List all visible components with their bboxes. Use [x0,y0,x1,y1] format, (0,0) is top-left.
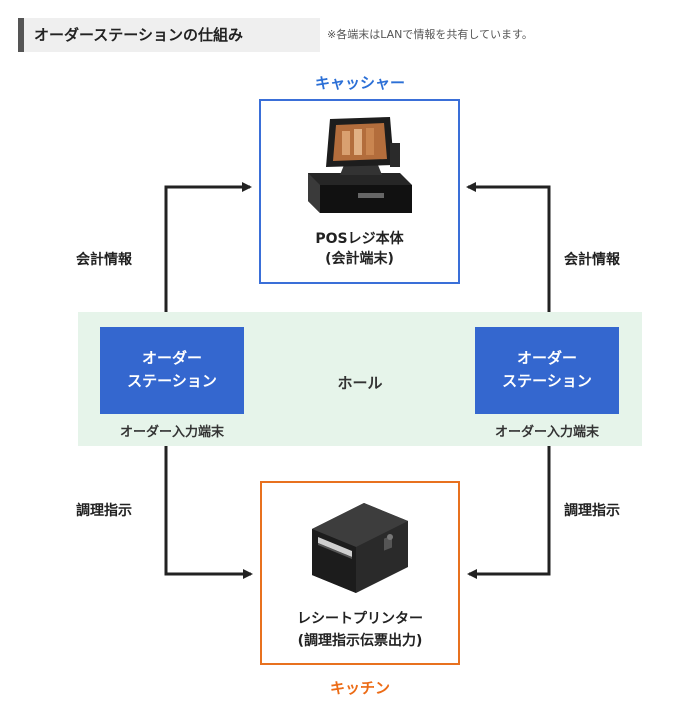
arrow-cook-right [467,446,551,579]
printer-caption-line1: レシートプリンター [297,611,423,627]
hall-label: ホール [337,374,383,392]
cooking-instruction-label-right: 調理指示 [564,503,620,519]
payment-info-label-right: 会計情報 [564,252,620,268]
cashier-label: キャッシャー [314,74,405,92]
station-right-caption: オーダー入力端末 [494,425,599,440]
header-note: ※各端末はLANで情報を共有しています。 [327,28,533,41]
order-station-right: オーダー ステーション [475,327,619,414]
station-left-line2: ステーション [127,372,217,390]
order-station-left: オーダー ステーション [100,327,244,414]
header-accent-bar [18,18,24,52]
receipt-printer-icon [312,503,408,593]
pos-register-icon [308,117,412,213]
station-left-caption: オーダー入力端末 [119,425,224,440]
station-right-line2: ステーション [502,372,592,390]
pos-caption-line2: (会計端末) [325,251,394,267]
page-title: オーダーステーションの仕組み [34,26,243,44]
arrow-info-right [466,182,551,312]
station-left-line1: オーダー [141,349,202,367]
kitchen-label: キッチン [329,679,390,697]
pos-caption-line1: POSレジ本体 [315,231,404,247]
cooking-instruction-label-left: 調理指示 [76,503,132,519]
pos-register-box: POSレジ本体 (会計端末) [259,99,460,284]
station-right-line1: オーダー [516,349,577,367]
header-background [18,18,320,52]
printer-caption-line2: (調理指示伝票出力) [297,633,423,649]
arrow-cook-left [164,446,253,579]
payment-info-label-left: 会計情報 [76,252,132,268]
arrow-info-left [164,182,252,312]
receipt-printer-box: レシートプリンター (調理指示伝票出力) [260,481,460,665]
